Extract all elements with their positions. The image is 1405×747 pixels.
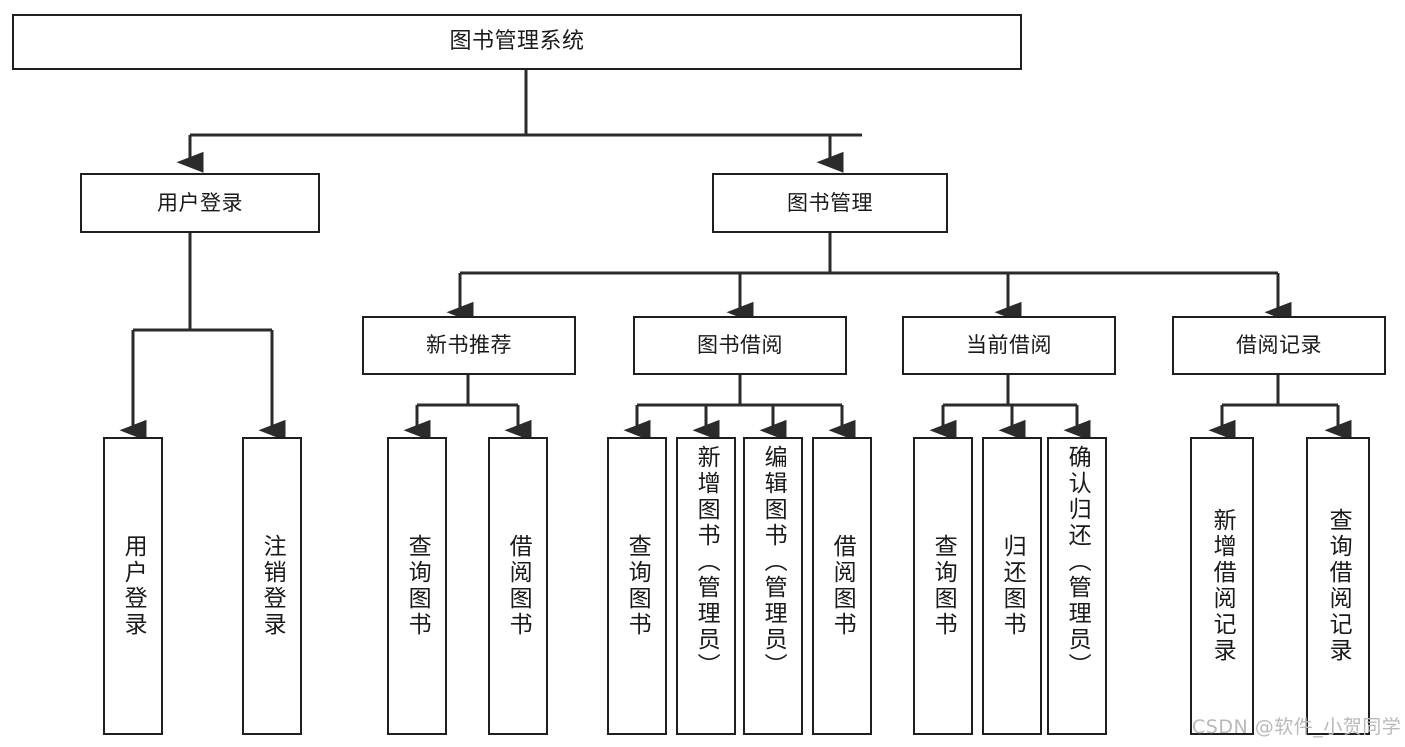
- node-leaf-query-borrow-record[interactable]: 查询借阅记录: [1306, 437, 1370, 735]
- node-label: 图书管理: [787, 190, 873, 215]
- node-leaf-borrow-book-recommend[interactable]: 借阅图书: [488, 437, 548, 735]
- node-label: 归还图书: [999, 534, 1026, 638]
- node-leaf-confirm-return-admin[interactable]: 确认归还（管理员）: [1047, 437, 1107, 735]
- node-label: 用户登录: [120, 534, 147, 638]
- node-leaf-query-book-recommend[interactable]: 查询图书: [387, 437, 447, 735]
- node-leaf-query-book-current[interactable]: 查询图书: [913, 437, 973, 735]
- node-label: 图书管理系统: [449, 29, 585, 55]
- node-label: 用户登录: [157, 190, 243, 215]
- node-label: 查询图书: [404, 534, 431, 638]
- node-book-management[interactable]: 图书管理: [712, 173, 948, 233]
- node-label: 编辑图书（管理员）: [760, 445, 787, 679]
- node-label: 新增借阅记录: [1209, 508, 1236, 664]
- node-label: 查询图书: [930, 534, 957, 638]
- node-label: 注销登录: [259, 534, 286, 638]
- node-borrow-record[interactable]: 借阅记录: [1172, 316, 1386, 375]
- csdn-watermark: CSDN @软件_小贺同学: [1192, 716, 1402, 738]
- node-root-book-management-system[interactable]: 图书管理系统: [12, 14, 1022, 70]
- node-leaf-user-login[interactable]: 用户登录: [103, 437, 163, 735]
- node-label: 确认归还（管理员）: [1064, 445, 1091, 679]
- node-label: 新增图书（管理员）: [693, 445, 720, 679]
- node-label: 查询借阅记录: [1325, 508, 1352, 664]
- node-leaf-borrow-book-borrow[interactable]: 借阅图书: [812, 437, 872, 735]
- node-new-book-recommend[interactable]: 新书推荐: [362, 316, 576, 375]
- node-label: 借阅记录: [1236, 333, 1322, 358]
- node-leaf-edit-book-admin[interactable]: 编辑图书（管理员）: [743, 437, 803, 735]
- node-label: 新书推荐: [426, 333, 512, 358]
- node-label: 借阅图书: [505, 534, 532, 638]
- node-label: 查询图书: [624, 534, 651, 638]
- node-user-login[interactable]: 用户登录: [80, 173, 320, 233]
- node-leaf-add-book-admin[interactable]: 新增图书（管理员）: [676, 437, 736, 735]
- node-book-borrow[interactable]: 图书借阅: [633, 316, 847, 375]
- node-current-borrow[interactable]: 当前借阅: [902, 316, 1116, 375]
- node-label: 图书借阅: [697, 333, 783, 358]
- node-leaf-logout-login[interactable]: 注销登录: [242, 437, 302, 735]
- node-leaf-return-book[interactable]: 归还图书: [982, 437, 1042, 735]
- node-leaf-query-book-borrow[interactable]: 查询图书: [607, 437, 667, 735]
- node-label: 当前借阅: [966, 333, 1052, 358]
- node-leaf-add-borrow-record[interactable]: 新增借阅记录: [1190, 437, 1254, 735]
- node-label: 借阅图书: [829, 534, 856, 638]
